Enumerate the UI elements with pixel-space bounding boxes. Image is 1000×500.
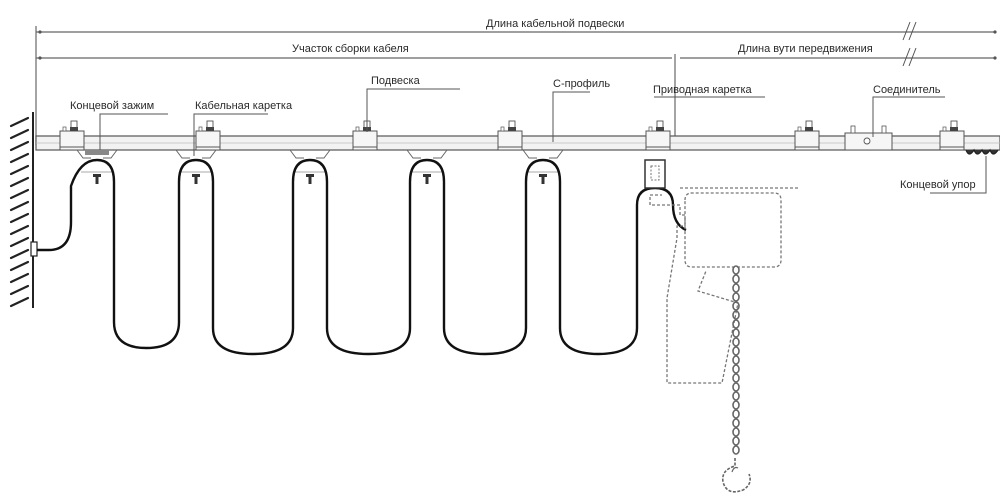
chain-link — [732, 409, 740, 419]
hook-icon — [721, 458, 751, 493]
chain-link — [732, 382, 740, 392]
rail-clamp — [195, 120, 221, 151]
chain-link — [732, 265, 740, 275]
hatch-line — [9, 248, 30, 260]
suspension-bracket-icon — [539, 174, 547, 184]
hatch-line — [9, 176, 30, 188]
label-travel-length: Длина вути передвижения — [738, 43, 873, 55]
dimension-total-length: Длина кабельной подвески — [35, 18, 997, 145]
chain-link — [732, 301, 740, 311]
hatch-line — [9, 188, 30, 200]
hatch-line — [9, 200, 30, 212]
suspension-bracket-icon — [192, 174, 200, 184]
hatch-line — [9, 284, 30, 296]
chain-hoist — [649, 187, 800, 493]
chain-link — [732, 283, 740, 293]
hatch-line — [9, 212, 30, 224]
label-cable-trolley: Кабельная каретка — [195, 100, 293, 112]
label-assembly-section: Участок сборки кабеля — [292, 43, 409, 55]
festoon-cable — [37, 158, 687, 356]
cable-trolleys — [76, 149, 564, 184]
hatch-line — [9, 116, 30, 128]
connector — [844, 125, 893, 151]
hatch-line — [9, 164, 30, 176]
hatch-line — [9, 224, 30, 236]
rail-clamp — [59, 120, 85, 151]
chain-link — [732, 337, 740, 347]
chain-link — [732, 418, 740, 428]
hatch-line — [9, 296, 30, 308]
chain-link — [732, 445, 740, 455]
chain-link — [732, 328, 740, 338]
wall-hatching — [9, 116, 30, 308]
end-stop — [965, 148, 999, 155]
cable-trolley-bracket — [289, 149, 331, 184]
hatch-line — [9, 260, 30, 272]
dimension-sections: Участок сборки кабеля Длина вути передви… — [36, 43, 997, 140]
label-total-length: Длина кабельной подвески — [486, 18, 624, 30]
label-c-profile: С-профиль — [553, 78, 610, 90]
callouts: Концевой зажим Кабельная каретка Подвеск… — [70, 75, 987, 194]
rail-clamp — [645, 120, 671, 151]
chain-link — [732, 391, 740, 401]
chain-link — [732, 400, 740, 410]
chain-link — [732, 355, 740, 365]
rail-clamp — [939, 120, 965, 151]
rail-clamp — [352, 120, 378, 151]
break-mark — [902, 21, 917, 41]
hatch-line — [9, 236, 30, 248]
cable-trolley-bracket — [406, 149, 448, 184]
chain-link — [732, 319, 740, 329]
chain-link — [732, 274, 740, 284]
hatch-line — [9, 128, 30, 140]
hoist-chain — [732, 265, 740, 455]
chain-link — [732, 427, 740, 437]
hatch-line — [9, 152, 30, 164]
cable-trolley-bracket — [175, 149, 217, 184]
hatch-line — [9, 272, 30, 284]
chain-link — [732, 310, 740, 320]
hatch-line — [9, 140, 30, 152]
break-mark — [902, 47, 917, 67]
cable-trolley-bracket — [522, 149, 564, 184]
rail-clamp — [794, 120, 820, 151]
chain-link — [732, 292, 740, 302]
wall-connector-box — [30, 241, 38, 257]
label-end-stop: Концевой упор — [900, 179, 976, 191]
suspension-bracket-icon — [306, 174, 314, 184]
end-clamp-bracket — [76, 149, 118, 184]
chain-link — [732, 346, 740, 356]
label-suspension: Подвеска — [371, 75, 421, 87]
drive-trolley — [644, 159, 666, 189]
label-drive-trolley: Приводная каретка — [653, 84, 753, 96]
chain-link — [732, 373, 740, 383]
suspension-bracket-icon — [93, 174, 101, 184]
suspension-bracket-icon — [423, 174, 431, 184]
label-connector: Соединитель — [873, 84, 941, 96]
chain-link — [732, 364, 740, 374]
rail-clamp — [497, 120, 523, 151]
label-end-clamp: Концевой зажим — [70, 100, 154, 112]
chain-link — [732, 436, 740, 446]
wall — [9, 112, 38, 308]
